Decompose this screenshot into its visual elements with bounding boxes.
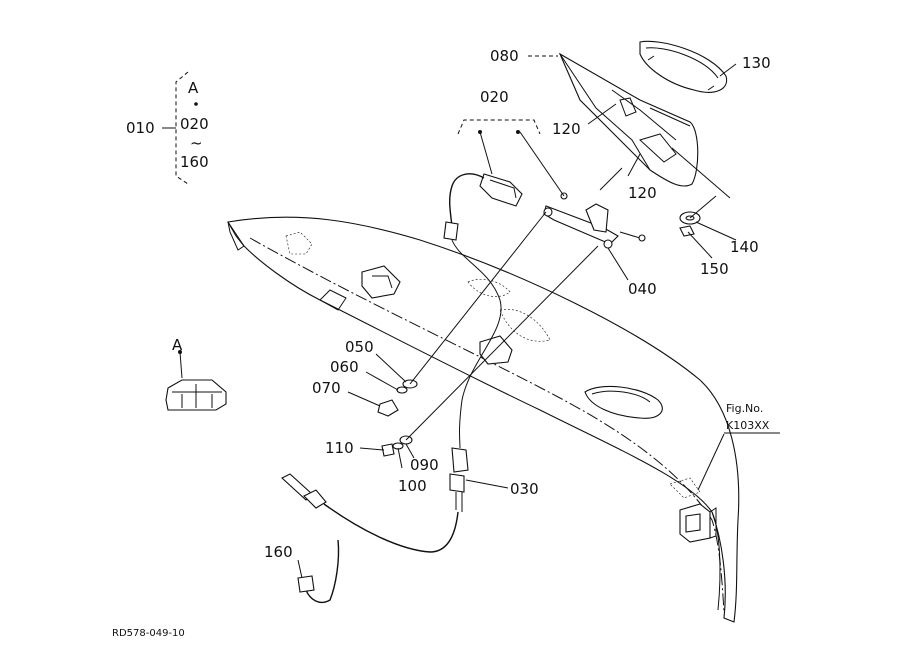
label-050: 050: [345, 338, 374, 356]
label-130: 130: [742, 54, 771, 72]
label-100: 100: [398, 477, 427, 495]
detail-a-part: [165, 350, 227, 411]
label-080: 080: [490, 47, 519, 65]
roof-panel: [227, 216, 740, 623]
label-020: 020: [480, 88, 509, 106]
leader-lines: [297, 55, 737, 579]
cable-160: [281, 473, 459, 604]
set-bracket-from: 020: [180, 115, 209, 133]
drawing-code: RD578-049-10: [112, 628, 185, 639]
connector-020-bracket: [457, 119, 541, 135]
label-090: 090: [410, 456, 439, 474]
label-070: 070: [312, 379, 341, 397]
label-030: 030: [510, 480, 539, 498]
label-140: 140: [730, 238, 759, 256]
label-060: 060: [330, 358, 359, 376]
label-040: 040: [628, 280, 657, 298]
label-160: 160: [264, 543, 293, 561]
label-120-lower: 120: [628, 184, 657, 202]
figure-ref-line2: K103XX: [726, 419, 770, 432]
lamp-assembly: [558, 40, 728, 187]
set-bracket-tilde: ~: [190, 134, 203, 152]
label-110: 110: [325, 439, 354, 457]
bracket-040: [543, 203, 646, 249]
label-010: 010: [126, 119, 155, 137]
detail-a-letter: A: [172, 336, 183, 354]
harness-030: [449, 239, 502, 512]
connector-020: [443, 173, 568, 241]
set-bracket: [162, 71, 198, 185]
set-bracket-top: A: [188, 79, 199, 97]
set-bracket-to: 160: [180, 153, 209, 171]
figure-ref-line1: Fig.No.: [726, 402, 763, 415]
label-120-upper: 120: [552, 120, 581, 138]
assembly-lines: [405, 131, 731, 441]
label-150: 150: [700, 260, 729, 278]
